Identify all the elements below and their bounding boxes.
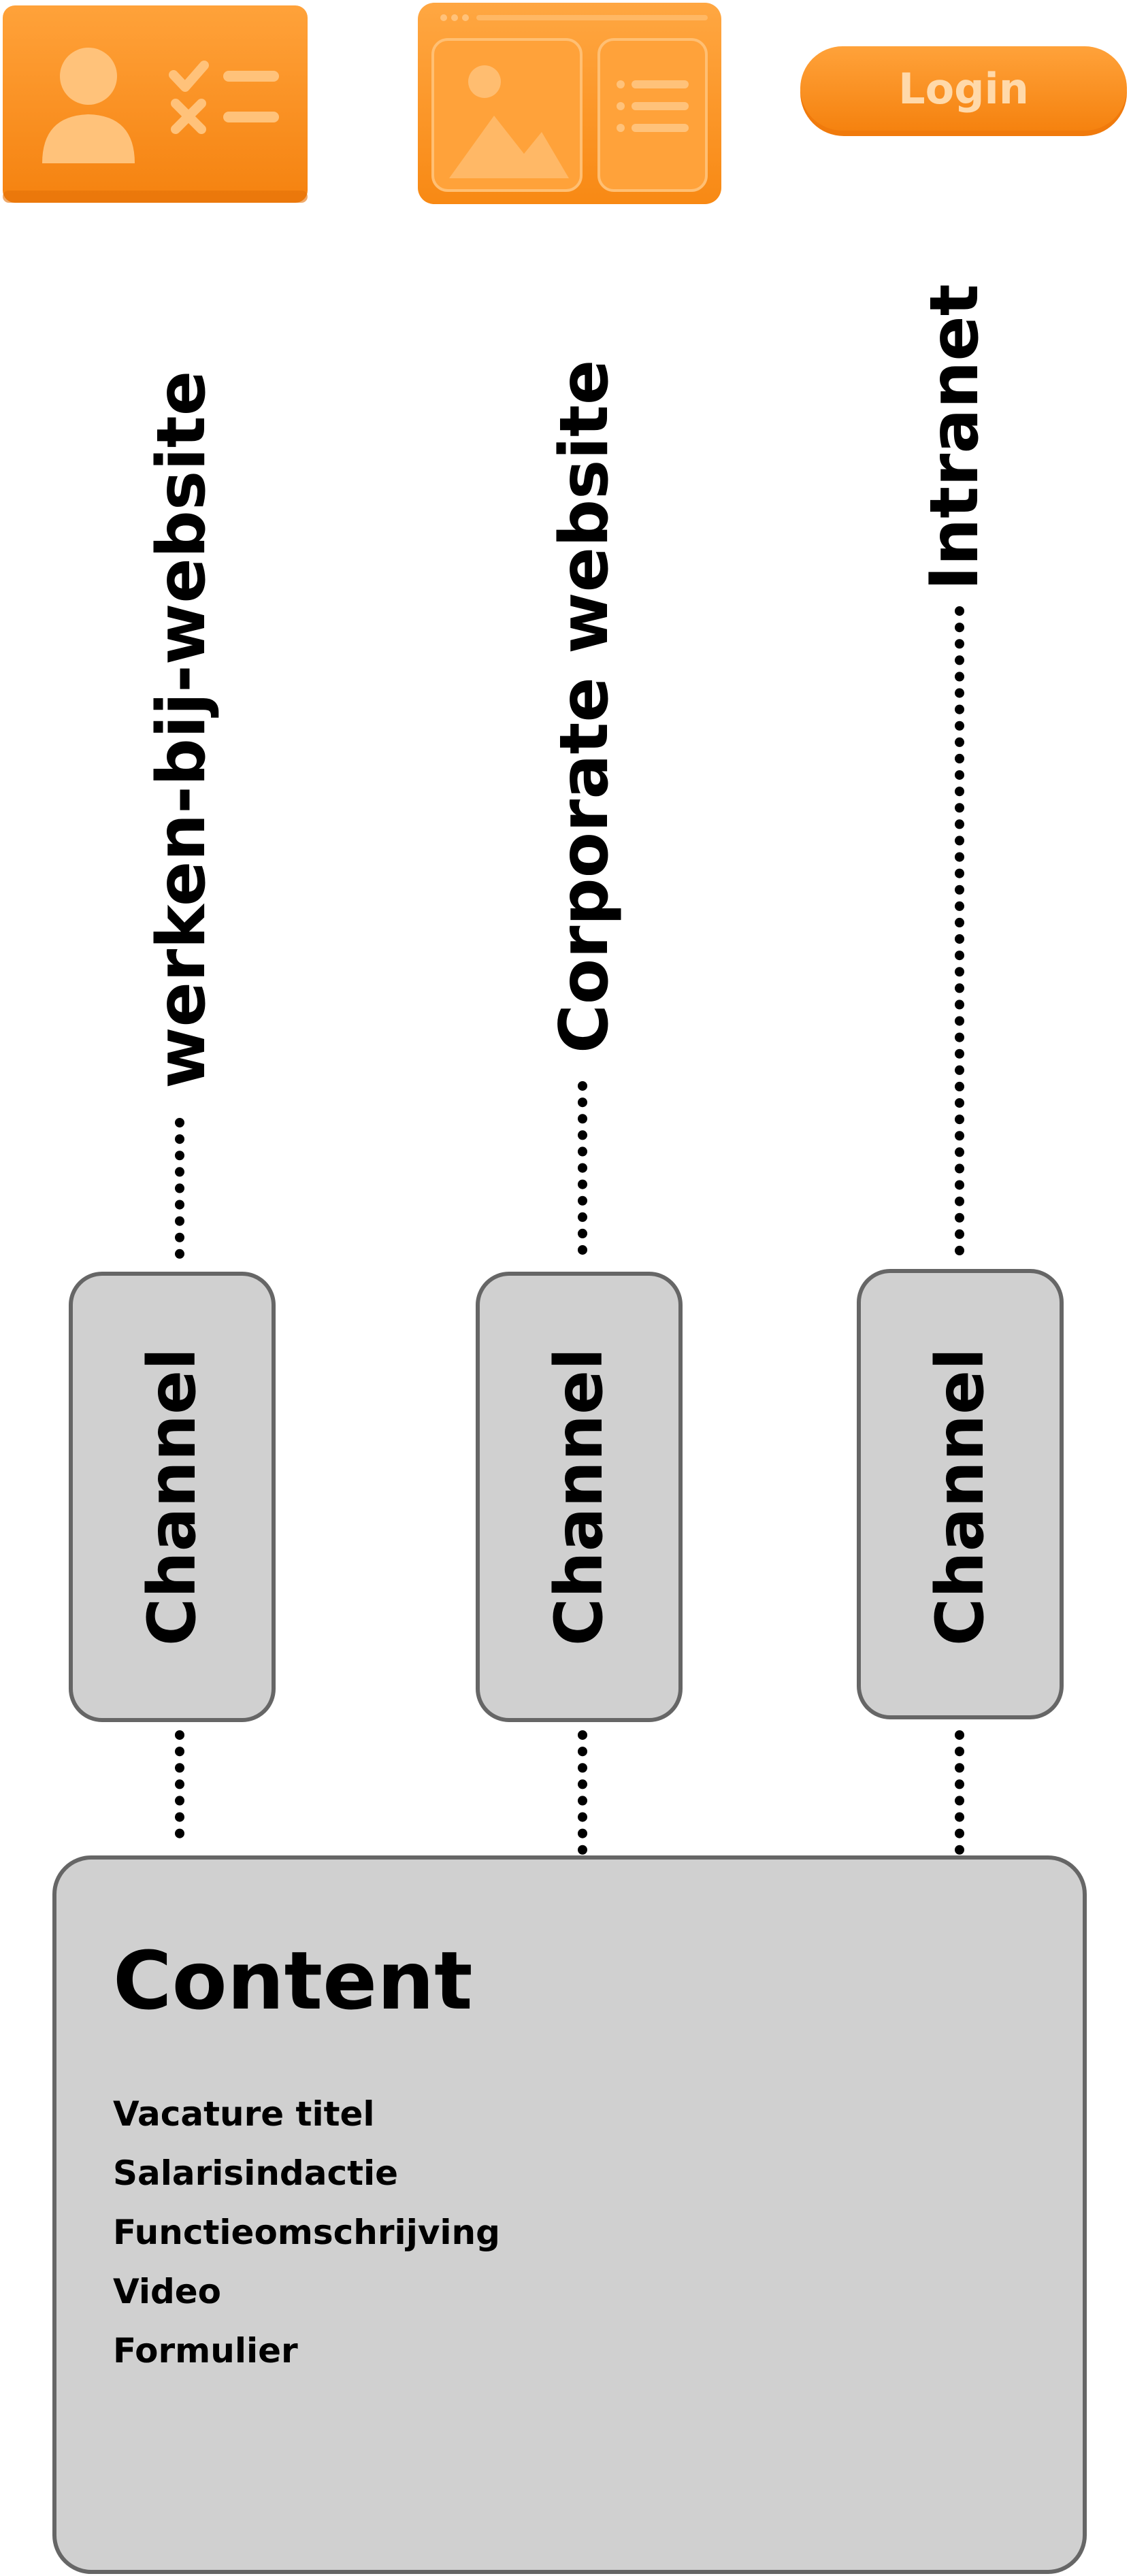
login-button-label: Login bbox=[898, 64, 1029, 114]
content-field: Salarisindactie bbox=[113, 2153, 398, 2193]
content-field: Formulier bbox=[113, 2331, 298, 2371]
website-layout-icon bbox=[418, 3, 721, 204]
site-label-werken-bij: werken-bij-website bbox=[143, 371, 220, 1089]
careers-profile-checklist-icon bbox=[3, 5, 308, 203]
content-title: Content bbox=[113, 1934, 473, 2028]
content-field: Video bbox=[113, 2272, 221, 2311]
content-field: Vacature titel bbox=[113, 2094, 375, 2134]
content-field: Functieomschrijving bbox=[113, 2213, 500, 2252]
channel-label: Channel bbox=[541, 1348, 617, 1646]
channel-box-corporate: Channel bbox=[476, 1272, 683, 1722]
channel-box-werken-bij: Channel bbox=[69, 1272, 276, 1722]
site-label-intranet: Intranet bbox=[916, 284, 994, 591]
dotted-connectors bbox=[175, 606, 964, 1857]
channel-box-intranet: Channel bbox=[857, 1269, 1064, 1719]
site-label-corporate: Corporate website bbox=[546, 360, 623, 1053]
content-box: Content Vacature titel Salarisindactie F… bbox=[52, 1855, 1087, 2574]
channel-label: Channel bbox=[922, 1348, 998, 1646]
login-button[interactable]: Login bbox=[800, 46, 1127, 136]
channel-label: Channel bbox=[134, 1348, 210, 1646]
